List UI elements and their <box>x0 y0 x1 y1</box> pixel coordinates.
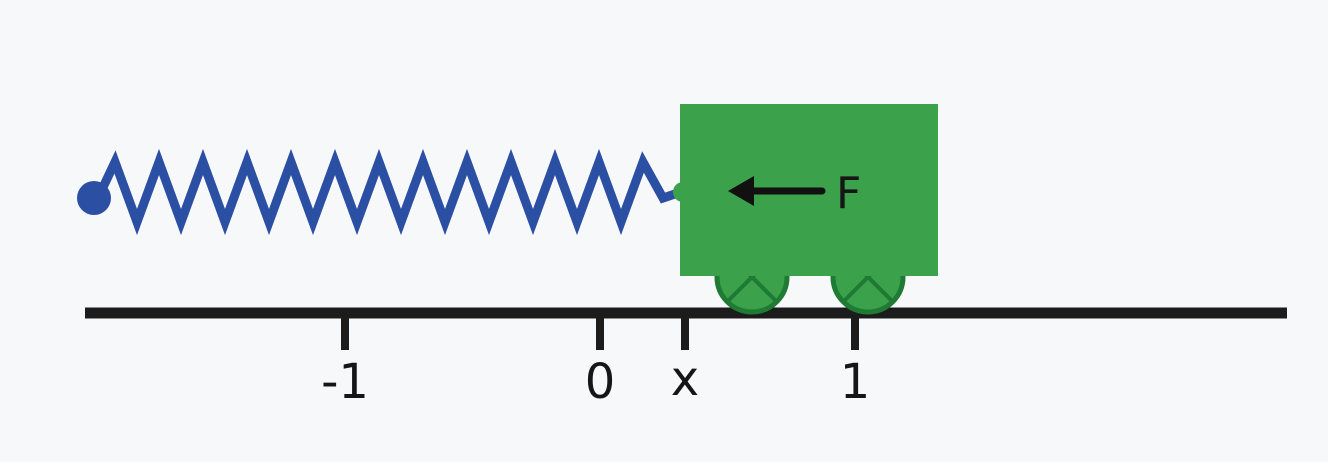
force-label: F <box>836 168 861 219</box>
force-arrow-head <box>728 176 754 206</box>
tick-label-zero: 0 <box>585 354 616 410</box>
tick-label-x: x <box>671 351 699 407</box>
force-arrow <box>728 176 826 206</box>
tick-label-minus-1: -1 <box>321 354 369 410</box>
spring <box>92 148 686 236</box>
tick-label-one: 1 <box>840 354 871 410</box>
spring-anchor <box>77 181 111 215</box>
